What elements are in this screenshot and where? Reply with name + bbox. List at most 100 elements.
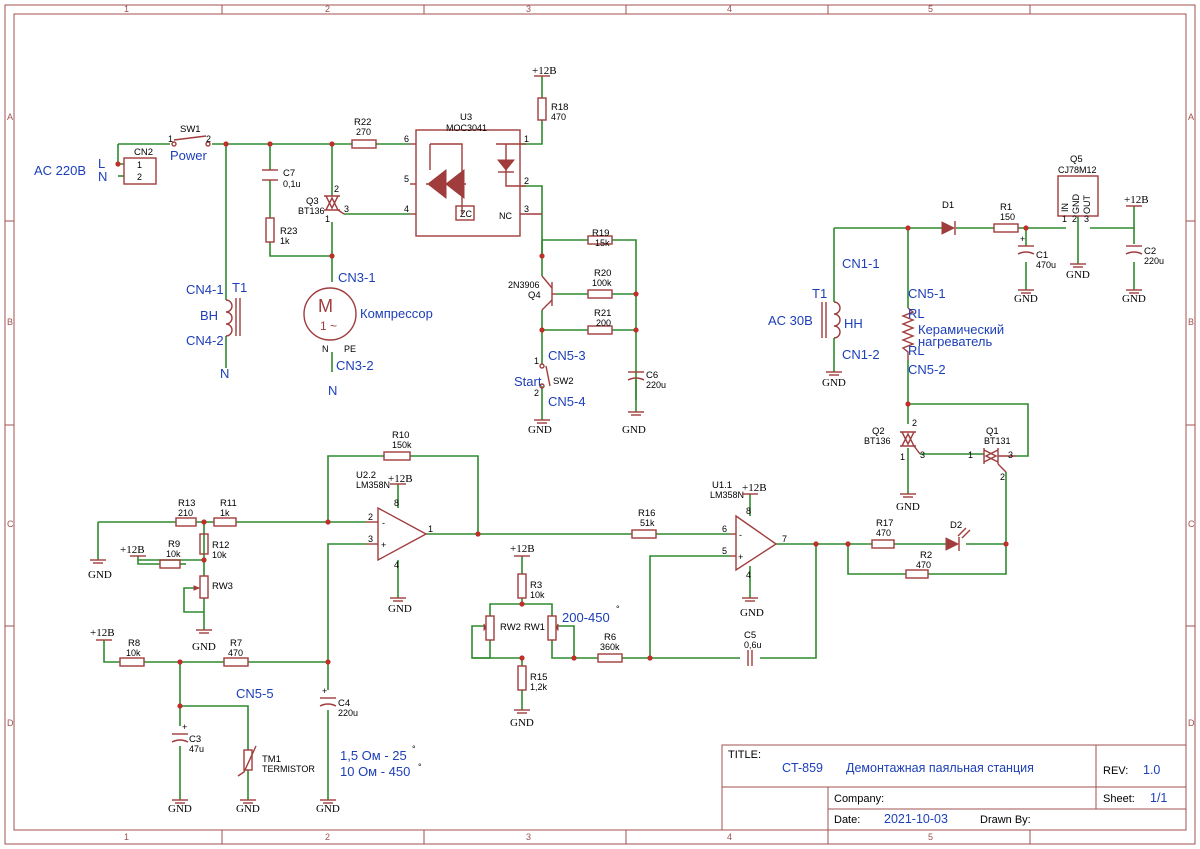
u1-pin7: 7 bbox=[782, 534, 787, 544]
u2-pin3: 3 bbox=[368, 534, 373, 544]
regulator-q5: Q5 CJ78M12 IN GND OUT 1 2 3 bbox=[1057, 154, 1099, 224]
capacitor-c3: + C3 47u bbox=[171, 722, 204, 754]
power-vcc-r8: +12B bbox=[90, 627, 115, 641]
gnd-rw3: GND bbox=[192, 629, 216, 653]
r16-ref: R16 bbox=[638, 508, 655, 519]
q2-ref: Q2 bbox=[872, 426, 885, 437]
grid-col-3: 3 bbox=[526, 4, 531, 14]
gnd-label-c3: GND bbox=[168, 803, 192, 815]
q5-pin3: 3 bbox=[1084, 214, 1089, 224]
r2-value: 470 bbox=[916, 560, 931, 570]
note-deg-2: ° bbox=[418, 762, 422, 772]
title-block: TITLE: CT-859 Демонтажная паяльная станц… bbox=[721, 744, 1187, 831]
q1-value: BT131 bbox=[984, 436, 1011, 446]
capacitor-c7: C7 0,1u bbox=[262, 168, 301, 189]
label-ac30: AC 30B bbox=[768, 313, 813, 328]
resistor-r20: R20 100k bbox=[587, 268, 613, 299]
resistor-r16: R16 51k bbox=[631, 508, 657, 539]
title-name: Демонтажная паяльная станция bbox=[846, 761, 1034, 775]
gnd-label-c6: GND bbox=[622, 424, 646, 436]
vcc-label-r8: +12B bbox=[90, 627, 115, 639]
u3-nc-label: NC bbox=[499, 211, 512, 221]
label-cn4-1: CN4-1 bbox=[186, 282, 224, 297]
u1-value: LM358N bbox=[710, 490, 744, 500]
r13-value: 210 bbox=[178, 508, 193, 518]
junctions bbox=[115, 141, 1029, 709]
r19-ref: R19 bbox=[592, 228, 609, 239]
power-vcc-u2: +12B bbox=[388, 473, 413, 485]
label-cn5-1: CN5-1 bbox=[908, 286, 946, 301]
switch-sw1: SW1 1 2 Power bbox=[168, 124, 211, 163]
t1-right-ref: T1 bbox=[812, 286, 827, 301]
title-code: CT-859 bbox=[782, 761, 823, 775]
gnd-label-rw3: GND bbox=[192, 641, 216, 653]
sw2-pin1: 1 bbox=[534, 356, 539, 366]
r8-value: 10k bbox=[126, 648, 141, 658]
svg-text:-: - bbox=[739, 530, 742, 540]
c6-ref: C6 bbox=[646, 370, 658, 381]
q5-pin1: 1 bbox=[1062, 214, 1067, 224]
grid-row-a: A bbox=[7, 112, 13, 122]
svg-text:+: + bbox=[738, 552, 743, 562]
r12-ref: R12 bbox=[212, 540, 229, 551]
r9-ref: R9 bbox=[168, 539, 180, 550]
resistor-r10: R10 150k bbox=[383, 430, 412, 461]
svg-text:+: + bbox=[182, 722, 187, 732]
r10-ref: R10 bbox=[392, 430, 409, 441]
svg-text:+: + bbox=[381, 540, 386, 550]
resistor-r11: R11 1k bbox=[213, 498, 237, 527]
vcc-label-right: +12B bbox=[1124, 194, 1149, 206]
resistor-r22: R22 270 bbox=[351, 117, 377, 149]
note-resistance-25: 1,5 Ом - 25 bbox=[340, 748, 407, 763]
q3-pin2: 2 bbox=[334, 184, 339, 194]
capacitor-c2: C2 220u bbox=[1125, 245, 1164, 266]
gnd-c6: GND bbox=[622, 411, 646, 436]
drawn-by-label: Drawn By: bbox=[980, 814, 1031, 826]
sw2-ref: SW2 bbox=[553, 376, 574, 387]
resistor-r8: R8 10k bbox=[119, 638, 145, 667]
svg-text:-: - bbox=[382, 518, 385, 528]
gnd-label-u2: GND bbox=[388, 603, 412, 615]
switch-sw2: SW2 1 2 bbox=[534, 356, 574, 398]
opamp-u1: - + U1.1 LM358N 6 5 7 8 4 bbox=[710, 480, 787, 580]
u2-ref: U2.2 bbox=[356, 470, 376, 481]
grid-row-c: C bbox=[7, 519, 14, 529]
sw2-pin2: 2 bbox=[534, 388, 539, 398]
q3-pin1: 1 bbox=[325, 214, 330, 224]
label-bh: BH bbox=[200, 308, 218, 323]
u2-pin4: 4 bbox=[394, 560, 399, 570]
label-heater-2: нагреватель bbox=[918, 334, 993, 349]
svg-text:+: + bbox=[322, 686, 327, 696]
r15-value: 1,2k bbox=[530, 682, 548, 692]
title-label: TITLE: bbox=[728, 749, 761, 761]
resistor-r17: R17 470 bbox=[871, 518, 895, 549]
note-resistance-450: 10 Ом - 450 bbox=[340, 764, 410, 779]
gnd-u1: GND bbox=[740, 597, 764, 619]
note-deg-1: ° bbox=[412, 744, 416, 754]
tm1-ref: TM1 bbox=[262, 754, 281, 765]
gnd-label-t1: GND bbox=[822, 377, 846, 389]
grid-row-b: B bbox=[7, 317, 13, 327]
q2-value: BT136 bbox=[864, 436, 891, 446]
grid-col-4: 4 bbox=[727, 4, 732, 14]
r18-ref: R18 bbox=[551, 102, 568, 113]
label-n-left: N bbox=[220, 366, 229, 381]
t1-left-ref: T1 bbox=[232, 280, 247, 295]
sheet-label: Sheet: bbox=[1103, 793, 1135, 805]
label-compressor: Компрессор bbox=[360, 306, 433, 321]
gnd-t1: GND bbox=[822, 371, 846, 389]
u2-value: LM358N bbox=[356, 480, 390, 490]
label-n: N bbox=[98, 169, 107, 184]
r15-ref: R15 bbox=[530, 672, 547, 683]
u1-pin6: 6 bbox=[722, 524, 727, 534]
optotriac-u3: U3 MOC3041 ZC NC 6 5 4 1 2 3 bbox=[404, 112, 542, 237]
tm1-value: TERMISTOR bbox=[262, 764, 315, 774]
label-cn1-2: CN1-2 bbox=[842, 347, 880, 362]
label-cn1-1: CN1-1 bbox=[842, 256, 880, 271]
u1-pin8: 8 bbox=[746, 506, 751, 516]
d2-ref: D2 bbox=[950, 520, 962, 531]
c6-value: 220u bbox=[646, 380, 666, 390]
q2-pin1: 1 bbox=[900, 452, 905, 462]
heater-element: RL RL bbox=[901, 306, 925, 360]
date-value: 2021-10-03 bbox=[884, 812, 948, 826]
